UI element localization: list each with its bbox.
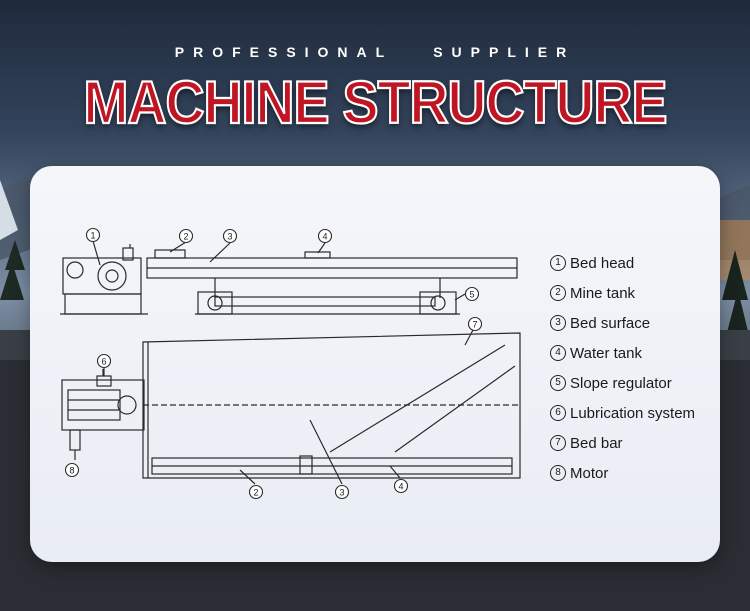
marker-3-bottom: 3 — [334, 484, 350, 500]
legend-item-bed-surface: 3 Bed surface — [550, 308, 695, 338]
marker-4-bottom-label: 4 — [398, 482, 403, 492]
lubricator — [122, 247, 134, 261]
legend-item-slope-regulator: 5 Slope regulator — [550, 368, 695, 398]
page-title: MACHINE STRUCTURE — [83, 68, 669, 137]
legend-label: Slope regulator — [570, 374, 672, 392]
supplier-left-text: PROFESSIONAL — [174, 44, 394, 60]
marker-2-top-label: 2 — [183, 232, 188, 242]
legend-number: 7 — [550, 435, 566, 451]
motor-housing — [62, 257, 142, 295]
bed-table — [142, 332, 521, 479]
marker-7-label: 7 — [472, 320, 477, 330]
legend-number: 5 — [550, 375, 566, 391]
supplier-tagline: PROFESSIONAL SUPPLIER — [0, 44, 750, 60]
marker-4-bottom: 4 — [393, 478, 409, 494]
marker-5: 5 — [464, 286, 480, 302]
legend-item-motor: 8 Motor — [550, 458, 695, 488]
legend-label: Bed bar — [570, 434, 623, 452]
legend-number: 8 — [550, 465, 566, 481]
legend-label: Motor — [570, 464, 609, 482]
legend-label: Bed head — [570, 254, 635, 272]
legend-number: 6 — [550, 405, 566, 421]
motor-block — [61, 379, 145, 431]
marker-2-top: 2 — [178, 228, 194, 244]
motor-leg — [69, 429, 81, 451]
support-bar — [214, 296, 436, 307]
bed-head-wheel — [97, 261, 127, 291]
lubrication-gear — [117, 395, 137, 415]
legend-item-water-tank: 4 Water tank — [550, 338, 695, 368]
motor-pulley — [66, 261, 84, 279]
marker-4-top: 4 — [317, 228, 333, 244]
marker-1: 1 — [85, 227, 101, 243]
water-outlet — [299, 455, 313, 475]
legend-label: Mine tank — [570, 284, 636, 302]
marker-8-label: 8 — [69, 466, 74, 476]
marker-3-bottom-label: 3 — [339, 488, 344, 498]
legend-number: 3 — [550, 315, 566, 331]
legend-label: Lubrication system — [570, 404, 696, 422]
marker-3-top: 3 — [222, 228, 238, 244]
supplier-right-text: SUPPLIER — [433, 44, 576, 60]
mine-tank-side — [154, 249, 186, 259]
diagram-card — [30, 166, 720, 562]
water-tank-side — [304, 251, 331, 259]
legend-label: Bed surface — [570, 314, 651, 332]
slope-regulator-right — [419, 291, 457, 315]
marker-8: 8 — [64, 462, 80, 478]
legend-number: 4 — [550, 345, 566, 361]
marker-2-bottom-label: 2 — [253, 488, 258, 498]
legend-number: 2 — [550, 285, 566, 301]
legend-item-lubrication-system: 6 Lubrication system — [550, 398, 695, 428]
legend-item-bed-bar: 7 Bed bar — [550, 428, 695, 458]
side-view — [60, 240, 518, 315]
marker-7: 7 — [467, 316, 483, 332]
lubrication-box — [96, 375, 112, 387]
legend-item-bed-head: 1 Bed head — [550, 248, 695, 278]
marker-5-label: 5 — [469, 290, 474, 300]
marker-3-top-label: 3 — [227, 232, 232, 242]
legend-label: Water tank — [570, 344, 642, 362]
bed-head-hub — [105, 269, 119, 283]
marker-2-bottom: 2 — [248, 484, 264, 500]
legend: 1 Bed head 2 Mine tank 3 Bed surface 4 W… — [550, 248, 695, 488]
bed-head-base — [64, 293, 142, 315]
top-view — [61, 329, 521, 485]
marker-4-top-label: 4 — [322, 232, 327, 242]
marker-6-label: 6 — [101, 357, 106, 367]
legend-number: 1 — [550, 255, 566, 271]
legend-item-mine-tank: 2 Mine tank — [550, 278, 695, 308]
diagram-markers: 1 2 3 4 5 6 7 8 2 3 4 — [64, 227, 483, 500]
marker-6: 6 — [96, 353, 112, 369]
marker-1-label: 1 — [90, 231, 95, 241]
